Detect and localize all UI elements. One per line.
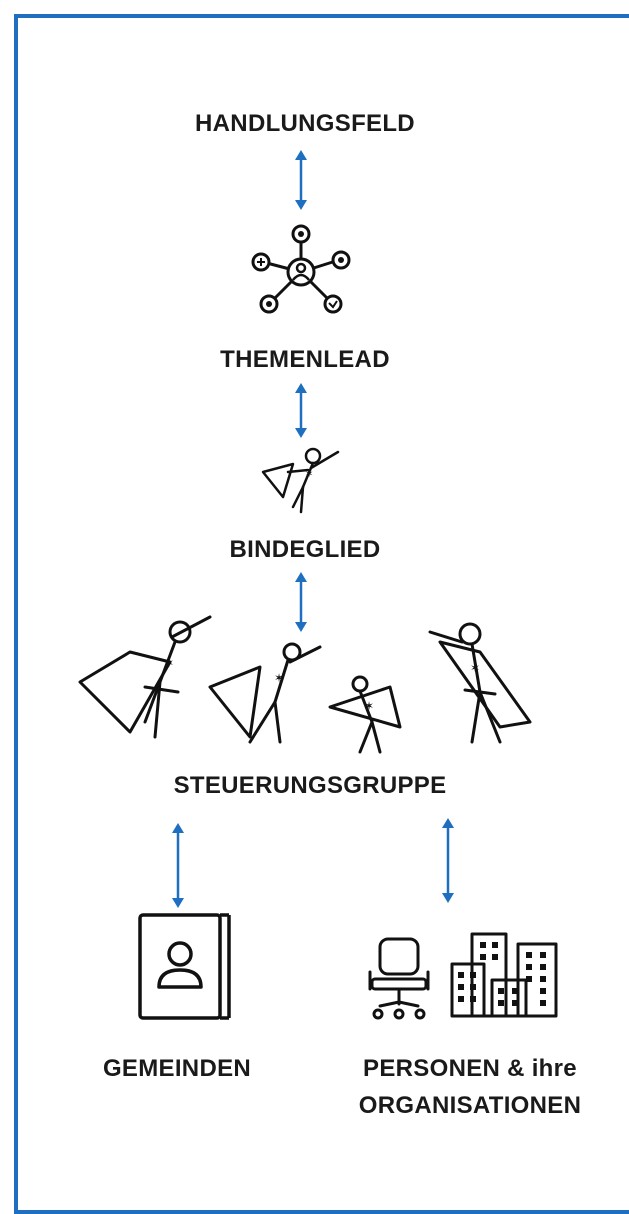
address-book-icon — [138, 913, 231, 1020]
buildings-icon — [450, 932, 558, 1018]
network-hub-icon — [251, 224, 351, 314]
label-personen: PERSONEN & ihre — [363, 1055, 577, 1082]
svg-text:✶: ✶ — [305, 469, 313, 480]
superhero-group-icon: ✶ ✶ ✶ ✶ — [78, 615, 532, 754]
label-steuerungsgruppe: STEUERUNGSGRUPPE — [173, 772, 447, 799]
office-chair-icon — [368, 937, 430, 1020]
label-organisationen: ORGANISATIONEN — [358, 1092, 582, 1119]
double-arrow-icon — [442, 818, 454, 903]
label-handlungsfeld: HANDLUNGSFELD — [195, 110, 415, 137]
svg-text:✶: ✶ — [470, 661, 480, 675]
label-bindeglied: BINDEGLIED — [229, 536, 381, 563]
svg-text:✶: ✶ — [164, 656, 174, 670]
svg-text:✶: ✶ — [274, 671, 284, 685]
double-arrow-icon — [295, 572, 307, 632]
svg-text:✶: ✶ — [364, 699, 374, 713]
label-themenlead: THEMENLEAD — [220, 346, 390, 373]
double-arrow-icon — [172, 823, 184, 908]
double-arrow-icon — [295, 150, 307, 210]
label-gemeinden: GEMEINDEN — [102, 1055, 252, 1082]
superhero-icon: ✶ — [261, 447, 340, 514]
double-arrow-icon — [295, 383, 307, 438]
